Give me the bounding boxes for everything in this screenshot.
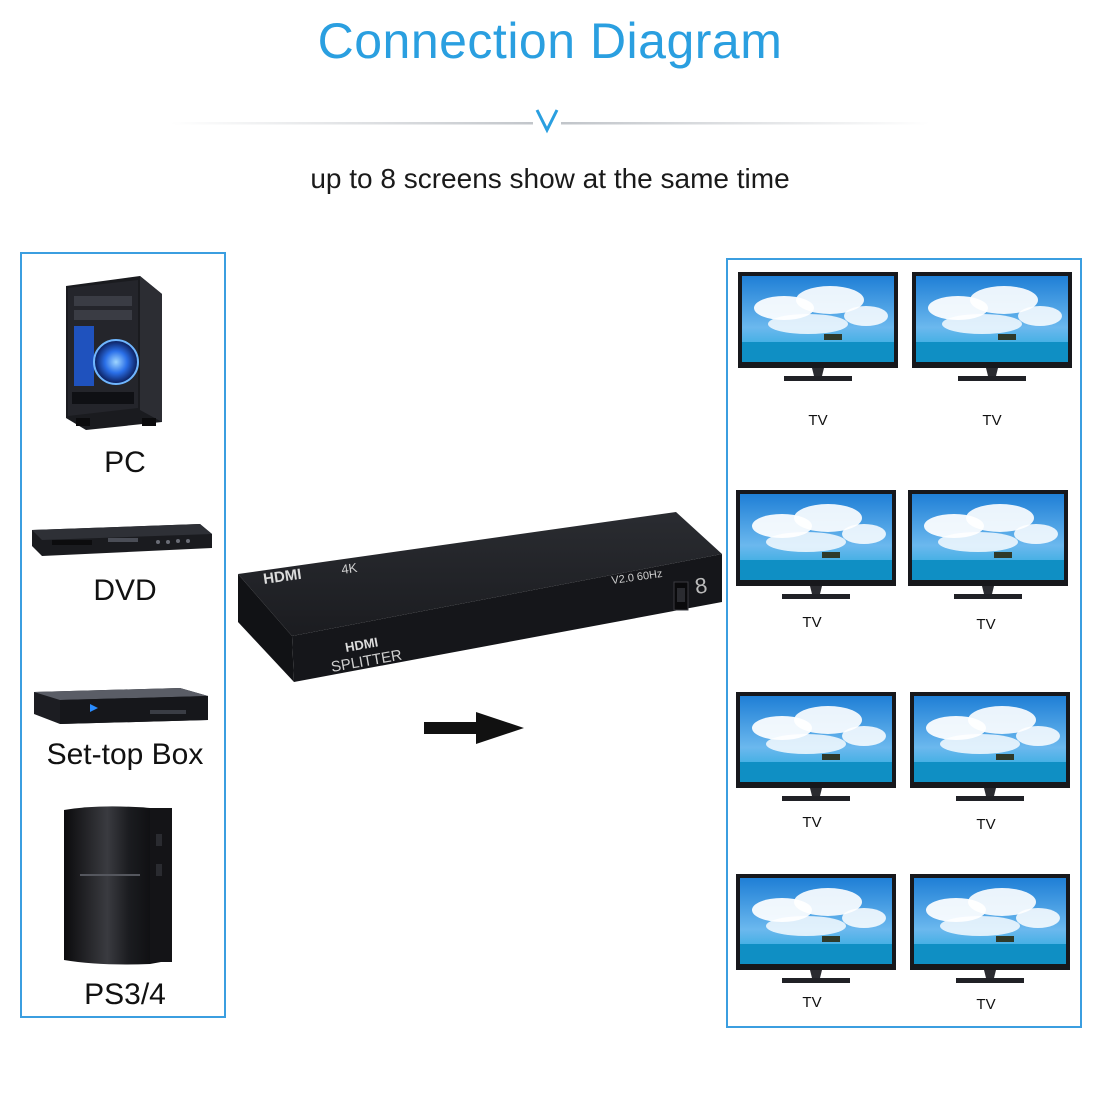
- tv-label-2: TV: [982, 412, 1002, 429]
- splitter-hdmi-logo: HDMI: [262, 566, 302, 588]
- splitter-side-hdmi-logo: HDMI: [344, 634, 379, 655]
- svg-text:8: 8: [693, 572, 709, 598]
- splitter-4k-badge: 4K: [340, 560, 358, 577]
- tv-screen-1-icon: [738, 272, 898, 382]
- source-label-dvd: DVD: [93, 574, 157, 607]
- tv-label-1: TV: [808, 412, 828, 429]
- diagram-title: Connection Diagram: [317, 13, 783, 69]
- tv-screen-4-icon: [908, 490, 1068, 600]
- source-devices-panel: PC DVD Set-top Box: [20, 252, 226, 1018]
- diagram-subtitle: up to 8 screens show at the same time: [310, 163, 790, 194]
- hdmi-splitter-device: HDMI 4K V2.0 60Hz 8 HDMI SPLITTER: [238, 512, 722, 682]
- dvd-player-icon: [32, 524, 212, 556]
- source-label-pc: PC: [104, 446, 146, 479]
- arrow-right-icon: [424, 712, 524, 744]
- pc-tower-icon: [66, 276, 162, 430]
- set-top-box-icon: [34, 688, 208, 724]
- source-label-ps3-4: PS3/4: [84, 978, 166, 1011]
- tv-screen-3-icon: [736, 490, 896, 600]
- game-console-icon: [64, 806, 172, 965]
- tv-label-6: TV: [976, 816, 996, 833]
- output-displays-panel: TV TV TV TV TV TV TV TV: [726, 258, 1082, 1028]
- tv-label-8: TV: [976, 996, 996, 1013]
- tv-screen-8-icon: [910, 874, 1070, 984]
- tv-label-7: TV: [802, 994, 822, 1011]
- chevron-down-icon: [533, 104, 561, 134]
- tv-label-4: TV: [976, 616, 996, 633]
- tv-label-3: TV: [802, 614, 822, 631]
- source-label-set-top-box: Set-top Box: [46, 738, 204, 771]
- tv-screen-5-icon: [736, 692, 896, 802]
- tv-screen-7-icon: [736, 874, 896, 984]
- tv-label-5: TV: [802, 814, 822, 831]
- tv-screen-6-icon: [910, 692, 1070, 802]
- tv-screen-2-icon: [912, 272, 1072, 382]
